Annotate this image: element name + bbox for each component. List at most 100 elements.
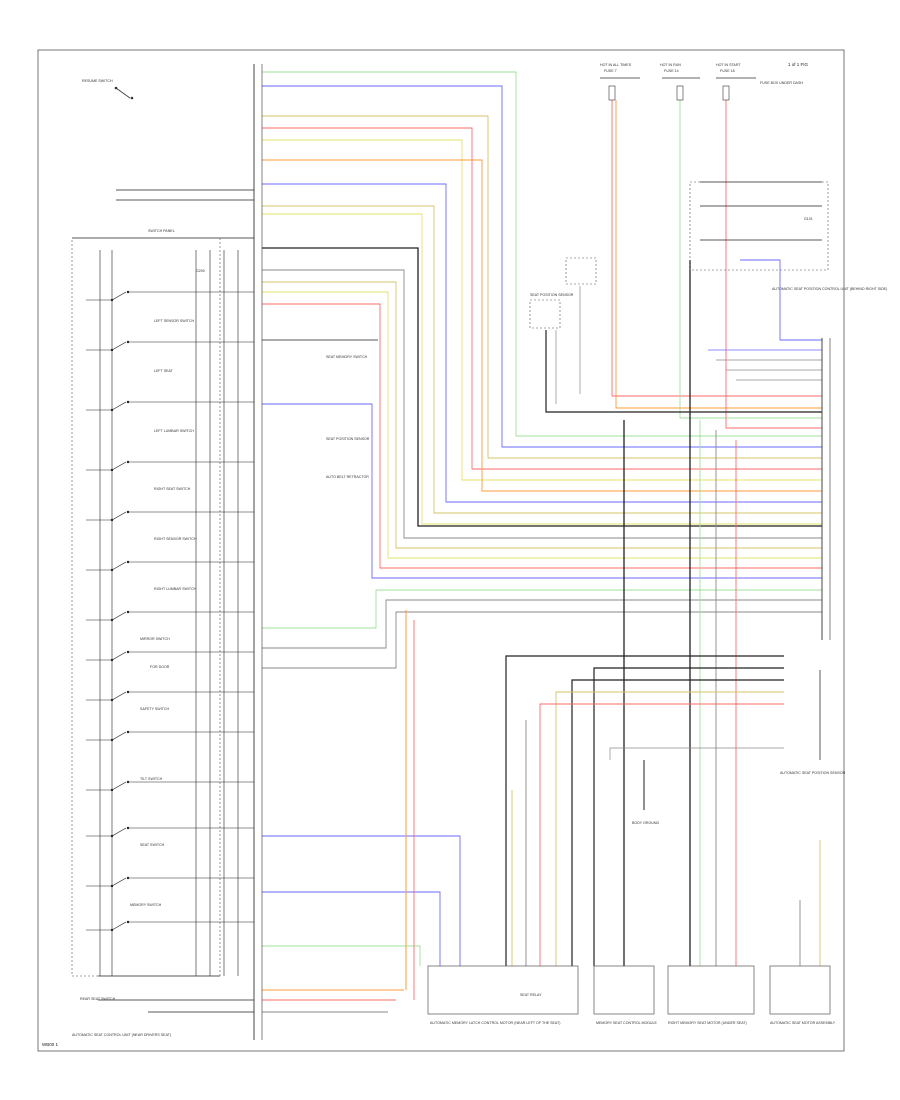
wire-11: [262, 269, 822, 539]
bottom-label-3: RIGHT MEMORY SEAT MOTOR (UNDER SEAT): [668, 1021, 747, 1025]
wire-10: [262, 247, 822, 527]
dash-switch-label-1: LEFT SENSOR SWITCH: [154, 319, 194, 323]
hot-fuse-label-2: HOT IN RUN: [660, 63, 681, 67]
switch-panel-outline: [71, 237, 221, 977]
wire-42: [555, 691, 784, 966]
mid-label-1: SEAT MEMORY SWITCH: [326, 355, 368, 359]
wire-5: [262, 139, 822, 481]
wire-47: [262, 835, 461, 966]
wire-21: [615, 100, 822, 409]
wire-66: [111, 291, 127, 301]
diagram-frame: [37, 49, 845, 1052]
wire-9: [262, 213, 822, 525]
left-connector-bar: [253, 64, 263, 1040]
wire-6: [262, 159, 822, 492]
right-connector-bar: [821, 338, 831, 640]
wire-layer: [72, 71, 822, 1013]
right-ground-label: G101: [804, 217, 813, 221]
seat-sensor-label: SEAT POSITION SENSOR: [530, 293, 574, 297]
hot-fuse-label-1: HOT IN ALL TIMES: [600, 63, 632, 67]
seat-motor-box: [769, 965, 831, 1015]
splice-102: [110, 658, 114, 662]
lower-right-sensor-group: AUTOMATIC SEAT POSITION SENSOR: [780, 670, 846, 775]
splice-107: [110, 698, 114, 702]
splice-112: [110, 738, 114, 742]
wire-81: [111, 461, 127, 471]
wire-111: [111, 731, 127, 741]
wire-20: [611, 100, 822, 397]
wire-131: [111, 921, 127, 931]
hot-fuse-group: HOT IN ALL TIMES FUSE 7 HOT IN RUN FUSE …: [600, 63, 803, 101]
wire-27: [740, 259, 822, 341]
latch-motor-box: [427, 965, 579, 1015]
hot-fuse-name-1: FUSE 7: [604, 69, 617, 73]
dash-switch-label-6: RIGHT LUMBAR SWITCH: [154, 587, 197, 591]
wire-126: [111, 877, 127, 887]
right-ctrl-unit-group: G101 AUTOMATIC SEAT POSITION CONTROL UNI…: [689, 181, 887, 291]
wire-7: [262, 183, 822, 503]
wire-14: [262, 303, 822, 569]
dash-switch-label-8: FOR DOOR: [150, 665, 170, 669]
seat-sensor-group: SEAT POSITION SENSOR: [529, 257, 597, 329]
wire-12: [262, 281, 822, 549]
wire-106: [111, 691, 127, 701]
dash-switch-label-9: SAFETY SWITCH: [140, 707, 169, 711]
wire-86: [111, 511, 127, 521]
hot-fuse-name-3: FUSE 18: [720, 69, 735, 73]
hot-fuse-label-3: HOT IN START: [716, 63, 741, 67]
splice-117: [110, 788, 114, 792]
dash-switch-label-12: MEMORY SWITCH: [130, 903, 162, 907]
bottom-label-1: AUTOMATIC MEMORY LATCH CONTROL MOTOR (NE…: [430, 1021, 560, 1025]
splice-132: [110, 928, 114, 932]
dash-switch-label-4: RIGHT SEAT SWITCH: [154, 487, 191, 491]
right-motor-box: [667, 965, 755, 1015]
wire-16: [262, 589, 822, 629]
wire-17: [262, 599, 822, 649]
wire-71: [111, 341, 127, 351]
wire-49: [262, 945, 421, 966]
splice-67: [110, 298, 114, 302]
dash-switch-label-7: MIRROR SWITCH: [140, 637, 170, 641]
wire-48: [262, 891, 441, 966]
splice-122: [110, 834, 114, 838]
wire-22: [679, 100, 822, 419]
resume-switch-group: RESUME SWITCH: [82, 79, 134, 100]
mid-label-3: AUTO BELT RETRACTOR: [326, 475, 369, 479]
splice-92: [110, 568, 114, 572]
bottom-label-2: MEMORY SEAT CONTROL MODULE: [596, 1021, 658, 1025]
resume-switch-label: RESUME SWITCH: [82, 79, 113, 83]
wire-44: [505, 655, 784, 966]
wire-18: [262, 611, 822, 669]
hot-fuse-name-2: FUSE 14: [664, 69, 679, 73]
bottom-left-label: AUTOMATIC SEAT CONTROL UNIT (NEAR DRIVER…: [72, 1033, 171, 1037]
switch-panel-column: SWITCH PANEL G200 LEFT SENSOR SWITCH LEF…: [71, 229, 221, 1037]
splice-87: [110, 518, 114, 522]
right-ctrl-unit-label: AUTOMATIC SEAT POSITION CONTROL UNIT (BE…: [772, 287, 887, 291]
wire-91: [111, 561, 127, 571]
bottom-label-4: AUTOMATIC SEAT MOTOR ASSEMBLY: [770, 1021, 836, 1025]
page-ref: 1 of 1 FIG: [788, 62, 809, 67]
dash-switch-label-5: RIGHT SENSOR SWITCH: [154, 537, 197, 541]
dash-switch-label-10: TILT SWITCH: [140, 777, 163, 781]
fuse-note: FUSE BOX UNDER DASH: [760, 81, 803, 85]
footnote: WB00 1: [42, 1042, 59, 1047]
wire-23: [725, 100, 822, 429]
lower-right-sensor-label: AUTOMATIC SEAT POSITION SENSOR: [780, 771, 846, 775]
wire-8: [262, 205, 822, 514]
wire-43: [539, 703, 784, 966]
splice-82: [110, 468, 114, 472]
mid-label-2: SEAT POSITION SENSOR: [326, 437, 370, 441]
wire-121: [111, 827, 127, 837]
dash-switch-label-2: LEFT SEAT: [154, 369, 174, 373]
wire-41: [571, 679, 784, 966]
wire-13: [262, 291, 822, 559]
dash-switch-label-11: SEAT SWITCH: [140, 843, 165, 847]
ground-left-label: G200: [196, 269, 205, 273]
switch-panel-label: SWITCH PANEL: [148, 229, 175, 233]
wire-3: [262, 115, 822, 459]
wire-96: [111, 611, 127, 621]
wire-32: [545, 330, 822, 413]
mid-label-4: BODY GROUND: [632, 821, 659, 825]
wire-4: [262, 127, 822, 470]
wire-45: [609, 747, 784, 760]
